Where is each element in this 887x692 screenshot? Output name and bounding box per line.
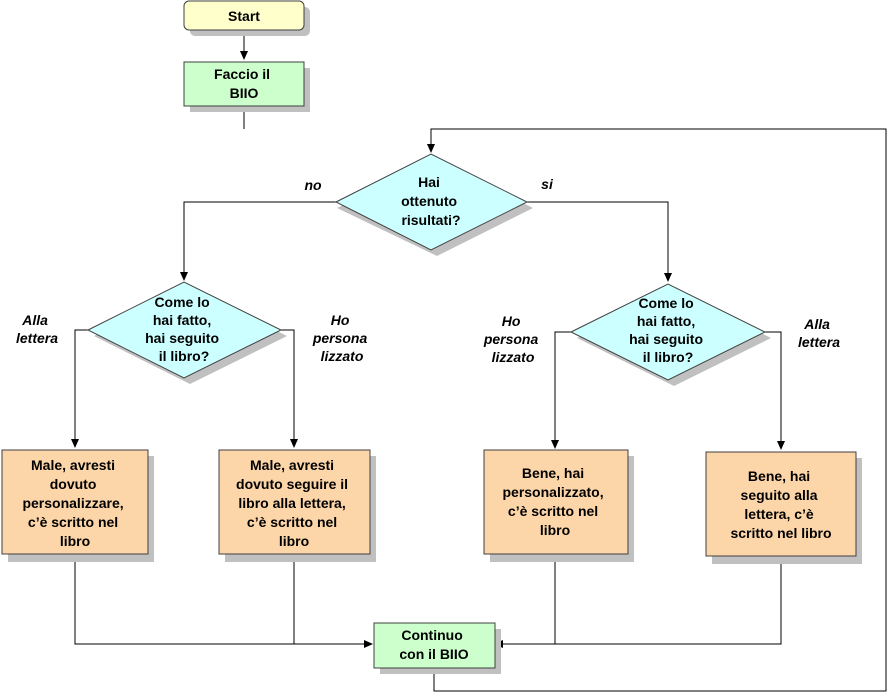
node-q-right — [569, 283, 771, 386]
node-continuo-label: Continuo con il BIIO — [399, 627, 468, 662]
node-q-right-label: Come lo hai fatto, hai seguito il libro? — [629, 295, 707, 365]
edge-si — [527, 201, 672, 282]
node-q-left-shape — [86, 281, 283, 379]
edge-label-no: no — [304, 177, 322, 193]
node-box2 — [218, 449, 376, 562]
edge-label-right-alla: Alla lettera — [798, 316, 840, 350]
node-start-label: Start — [228, 8, 260, 24]
node-box1-shape — [1, 449, 149, 555]
node-box1 — [1, 449, 154, 562]
node-start — [183, 0, 310, 36]
node-box1-label: Male, avresti dovuto personalizzare, c’è… — [22, 457, 127, 549]
node-box3-label: Bene, hai personalizzato, c’è scritto ne… — [502, 465, 607, 538]
node-q-right-shape — [569, 283, 767, 381]
connectors — [71, 30, 887, 692]
node-start-shape — [183, 0, 305, 31]
node-q-risultati-label: Hai ottenuto risultati? — [401, 174, 461, 228]
node-faccio-shape — [183, 61, 305, 107]
edge-label-left-alla: Alla lettera — [16, 312, 58, 346]
node-box4-label: Bene, hai seguito alla lettera, c’è scri… — [730, 468, 831, 541]
node-box4 — [705, 451, 862, 564]
edge-left-ho — [281, 329, 298, 448]
edge-no — [180, 201, 336, 281]
edge-right-ho — [551, 331, 571, 449]
node-q-risultati-shape — [334, 153, 529, 251]
edge-box1-continuo — [74, 554, 373, 648]
node-box3 — [483, 449, 634, 562]
node-q-risultati — [334, 153, 533, 256]
edge-right-alla — [765, 331, 785, 450]
node-faccio-label: Faccio il BIIO — [214, 66, 274, 101]
node-box2-shape — [218, 449, 371, 555]
node-faccio — [183, 61, 310, 112]
node-q-left-label: Come lo hai fatto, hai seguito il libro? — [145, 294, 223, 364]
node-box4-shape — [705, 451, 857, 557]
edge-label-left-ho: Ho persona lizzato — [312, 312, 371, 364]
node-box2-label: Male, avresti dovuto seguire il libro al… — [236, 457, 352, 549]
edge-box4-continuo — [494, 556, 782, 648]
edge-loop-back — [427, 128, 887, 692]
node-q-left — [86, 281, 287, 384]
node-continuo — [373, 622, 501, 674]
node-box3-shape — [483, 449, 629, 555]
edge-left-alla — [71, 329, 88, 448]
node-continuo-shape — [373, 622, 496, 669]
edge-label-si: si — [541, 176, 554, 192]
edge-label-right-ho: Ho persona lizzato — [483, 313, 542, 365]
